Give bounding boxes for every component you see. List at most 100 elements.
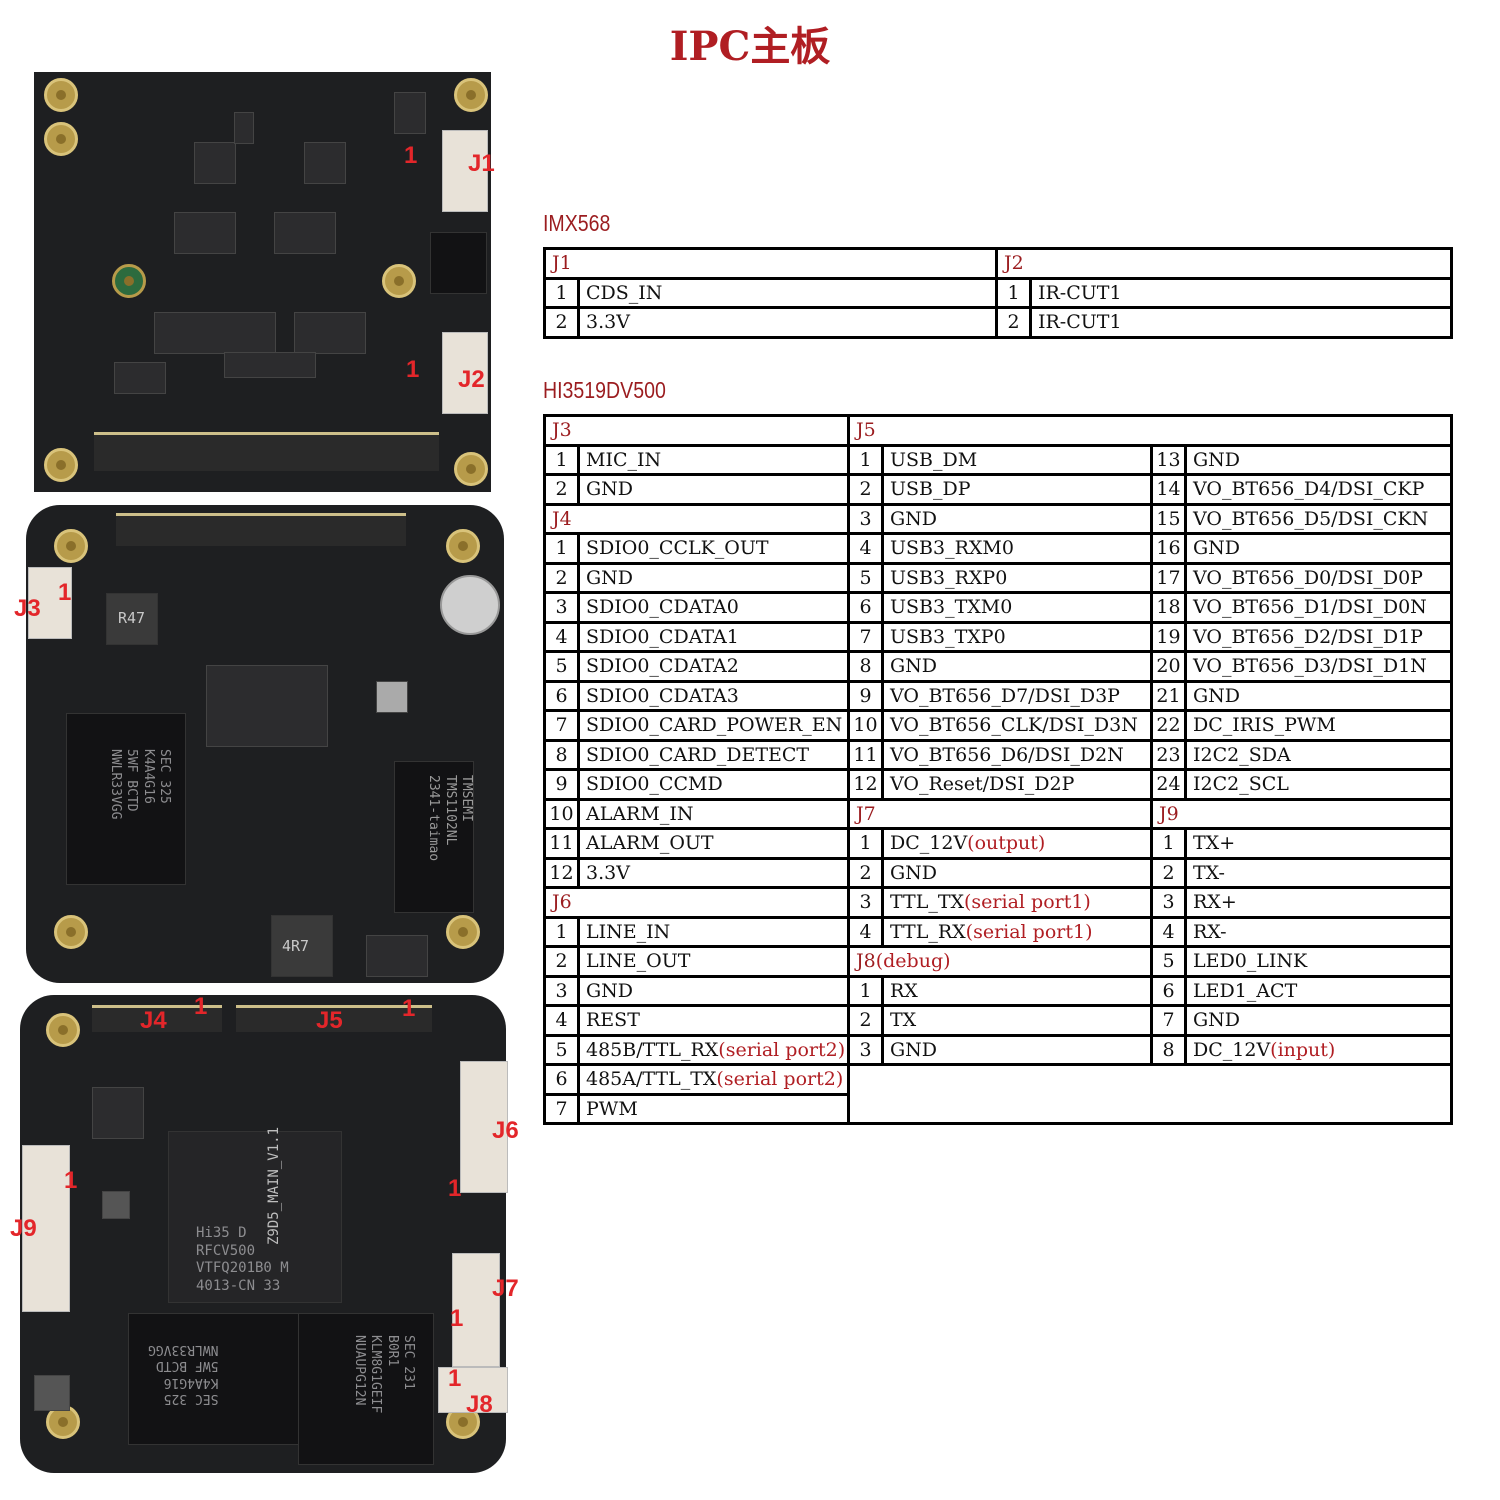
smd-component — [194, 142, 236, 184]
pin-signal: DC_IRIS_PWM — [1184, 709, 1453, 742]
pin-number: 3 — [543, 591, 580, 624]
pin-number: 21 — [1150, 679, 1187, 712]
pin-signal: LINE_OUT — [577, 945, 850, 978]
pin-signal: RX — [881, 974, 1153, 1007]
j8-header: J8(debug) — [847, 945, 1153, 978]
pin-note: (serial port2) — [716, 1068, 844, 1091]
empty-cell — [847, 1063, 1453, 1125]
j8-header-note: (debug) — [875, 950, 951, 973]
pin-number: 2 — [543, 945, 580, 978]
pin1-label: 1 — [448, 1175, 462, 1202]
pin-number: 8 — [1150, 1033, 1187, 1066]
pin-signal-text: GND — [890, 861, 938, 884]
pin-signal: GND — [1184, 443, 1453, 476]
mounting-hole — [46, 1013, 80, 1047]
pin-signal: VO_BT656_D6/DSI_D2N — [881, 738, 1153, 771]
pin1-label: 1 — [450, 1305, 464, 1332]
mounting-hole — [446, 915, 480, 949]
pin-signal: TTL_TX(serial port1) — [881, 886, 1153, 919]
mounting-hole — [112, 264, 146, 298]
pin-signal-text: SDIO0_CARD_POWER_EN — [586, 714, 843, 737]
pin-note: (serial port1) — [964, 891, 1091, 914]
pin-signal-text: GND — [586, 478, 634, 501]
pin-number: 4 — [1150, 915, 1187, 948]
pin-signal: GND — [1184, 1004, 1453, 1037]
pin-signal: SDIO0_CARD_DETECT — [577, 738, 850, 771]
mounting-hole — [454, 78, 488, 112]
pin1-label: 1 — [58, 579, 72, 606]
inductor-text: 4R7 — [282, 937, 310, 955]
pin-number: 6 — [1150, 974, 1187, 1007]
pin-number: 1 — [847, 443, 884, 476]
j9-label: J9 — [10, 1215, 37, 1242]
pin-number: 7 — [1150, 1004, 1187, 1037]
j4-header-text: J4 — [552, 507, 572, 530]
pin1-label: 1 — [402, 995, 416, 1022]
smd-component — [274, 212, 336, 254]
pin-signal: VO_BT656_D7/DSI_D3P — [881, 679, 1153, 712]
pin-signal-text: GND — [1193, 684, 1241, 707]
smd-component — [366, 935, 428, 977]
j2-label: J2 — [458, 366, 485, 393]
ddr-chip-text: SEC 325 K4A4G16 5WF BCTD NWLR33VGG — [108, 749, 172, 820]
pin-signal: SDIO0_CCMD — [577, 768, 850, 801]
pin-number: 7 — [543, 709, 580, 742]
pin-signal: TX- — [1184, 856, 1453, 889]
pin-signal: RX- — [1184, 915, 1453, 948]
pin-signal-text: RX- — [1193, 920, 1227, 943]
pin-signal: USB3_TXP0 — [881, 620, 1153, 653]
pin-signal-text: 485A/TTL_TX — [586, 1068, 717, 1091]
pin-signal-text: PWM — [586, 1097, 638, 1120]
imx568-board-photo: 1 J1 1 J2 — [34, 72, 495, 492]
smd-component — [174, 212, 236, 254]
pin-signal-text: USB3_RXM0 — [890, 537, 1014, 560]
pin-signal: SDIO0_CCLK_OUT — [577, 532, 850, 565]
smd-component — [234, 112, 254, 144]
pin-signal-text: TTL_RX — [890, 920, 966, 943]
pin-signal: GND — [577, 561, 850, 594]
pin-signal: LED1_ACT — [1184, 974, 1453, 1007]
j3-header-text: J3 — [552, 419, 572, 442]
pin-signal-text: SDIO0_CDATA3 — [586, 684, 739, 707]
pin-signal-text: USB_DP — [890, 478, 971, 501]
pin-signal: VO_BT656_D0/DSI_D0P — [1184, 561, 1453, 594]
pin-signal: TX — [881, 1004, 1153, 1037]
pin-signal-text: LINE_IN — [586, 920, 671, 943]
pin-number: 8 — [847, 650, 884, 683]
pin-signal: DC_12V(input) — [1184, 1033, 1453, 1066]
connector-j4 — [92, 1005, 222, 1032]
smd-component — [102, 1191, 130, 1219]
pin-number: 2 — [543, 473, 580, 506]
pin-signal: LED0_LINK — [1184, 945, 1453, 978]
pin-number: 3 — [847, 886, 884, 919]
pin-number: 8 — [543, 738, 580, 771]
pin-number: 4 — [847, 915, 884, 948]
pin-signal: ALARM_OUT — [577, 827, 850, 860]
connector-j8 — [438, 1367, 508, 1413]
mounting-hole — [54, 915, 88, 949]
pin-signal-text: RX — [890, 979, 918, 1002]
pin-signal: USB3_TXM0 — [881, 591, 1153, 624]
pin-signal-text: VO_Reset/DSI_D2P — [890, 773, 1075, 796]
pin-number: 5 — [847, 561, 884, 594]
pin-number: 4 — [847, 532, 884, 565]
pin-number: 18 — [1150, 591, 1187, 624]
soc-chip-text: Hi35 D RFCV500 VTFQ201B0 M 4013-CN 33 — [196, 1225, 289, 1294]
ribbon-connector — [94, 432, 439, 471]
pin-signal: 485B/TTL_RX(serial port2) — [577, 1033, 850, 1066]
j3-header: J3 — [543, 414, 850, 447]
connector-j6 — [460, 1061, 508, 1193]
pin-signal-text: TX- — [1193, 861, 1225, 884]
j3-label: J3 — [14, 595, 41, 622]
